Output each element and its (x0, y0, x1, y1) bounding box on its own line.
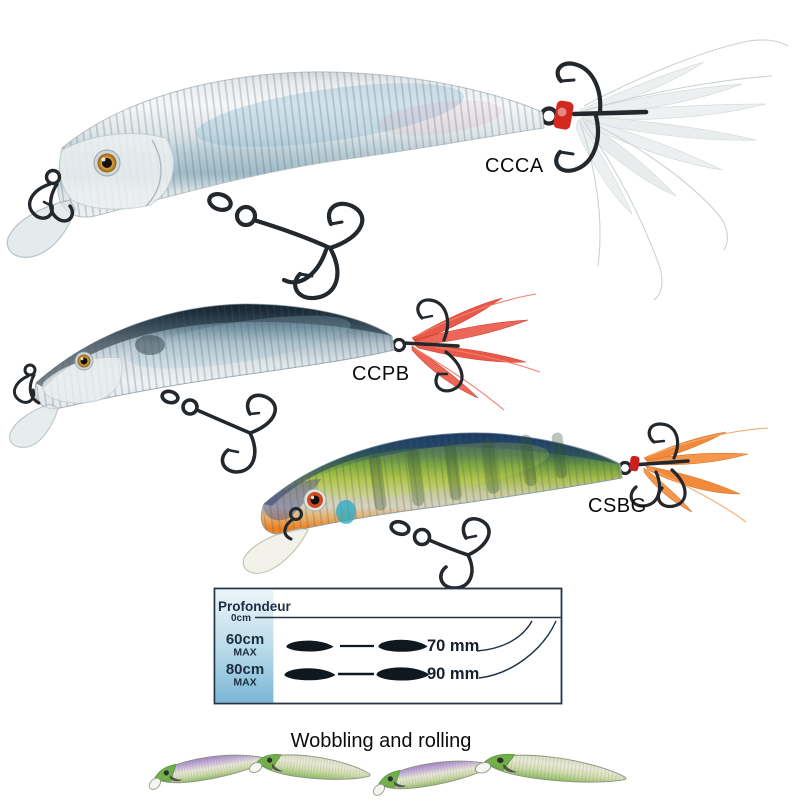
diving-lip (242, 527, 309, 574)
lure-body (57, 71, 545, 218)
lure-eye (93, 149, 121, 177)
depth-diagram: Profondeur 0cm 60cm MAX 80cm MAX 70 mm 9… (213, 587, 563, 705)
label-ccca: CCCA (485, 155, 544, 177)
belly-treble-hook (207, 191, 365, 301)
front-hanger-rings (283, 507, 303, 541)
diving-lip (6, 199, 76, 258)
wobbling-lure-3 (367, 753, 494, 799)
lure-body (34, 303, 395, 410)
tail-feathers-orange (643, 427, 769, 523)
length-70mm: 70 mm (427, 637, 479, 655)
snout-shade (263, 479, 321, 521)
lure-eye (74, 351, 94, 371)
wobbling-lure-4 (471, 747, 628, 794)
tail-treble-hook (539, 61, 649, 173)
lure-photo-ccca: CCCA (6, 39, 789, 301)
action-illustration: Wobbling and rolling (143, 730, 628, 799)
diving-lip (9, 403, 59, 448)
tail-collar-red (553, 100, 574, 130)
depth-60-max: MAX (233, 647, 256, 659)
front-treble-hook (12, 363, 41, 405)
gill-spot (336, 500, 356, 524)
lure-photo-csbg: CSBG (242, 422, 769, 590)
lure-eye (303, 488, 327, 512)
gill-line (145, 139, 162, 207)
tail-feathers-red (411, 293, 541, 411)
action-caption: Wobbling and rolling (291, 730, 472, 752)
depth-60-label: 60cm (226, 631, 264, 648)
length-90mm: 90 mm (427, 665, 479, 683)
depth-scale-panel (215, 589, 274, 703)
dive-curve-90mm (478, 620, 557, 679)
label-ccpb: CCPB (352, 363, 410, 385)
tail-treble-hook (391, 298, 464, 393)
surface-depth-label: 0cm (231, 613, 251, 624)
tail-collar-red (629, 455, 640, 472)
lure-photo-ccpb: CCPB (9, 293, 541, 474)
belly-treble-hook (160, 389, 277, 474)
tail-feathers-white (575, 39, 789, 301)
depth-80-label: 80cm (226, 661, 264, 678)
label-csbg: CSBG (588, 495, 647, 517)
depth-80-max: MAX (233, 677, 256, 689)
front-treble-hook (28, 168, 75, 223)
belly-treble-hook (389, 517, 491, 590)
wobbling-lure-2 (246, 748, 372, 790)
dive-curve-70mm (476, 620, 533, 652)
diagram-title: Profondeur (218, 599, 291, 614)
